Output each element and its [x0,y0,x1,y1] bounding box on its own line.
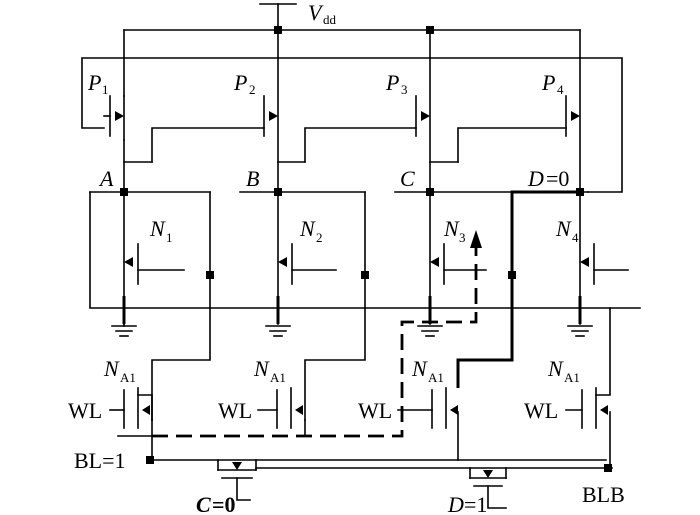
ground-icon [265,325,291,337]
nmos-n2: N 2 [277,191,337,325]
na1-2-label: N [253,356,270,381]
p2-label: P [233,70,247,95]
d-node-value: =1 [464,492,487,515]
n2-label: N [299,216,316,241]
blb-label: BLB [582,482,625,507]
pmos-p3: P 3 [385,29,431,193]
nmos-n1: N 1 [123,191,185,325]
access-na1-4: N A1 WL [524,307,611,469]
node-a-label: A [98,166,114,191]
na1-4-label: N [547,356,564,381]
column-transistor-d: D =1 [447,467,507,515]
pmos-p2: P 2 [233,29,279,193]
c-node-label: C [196,492,211,515]
p1-subscript: 1 [102,82,109,97]
access-na1-2: N A1 WL [218,356,306,437]
ground-symbols [111,296,593,337]
wl-label-1: WL [68,398,102,423]
p3-subscript: 3 [401,82,408,97]
bitlines: BL=1 BLB [74,435,625,507]
arrow-up-icon [470,230,482,248]
n1-label: N [149,216,166,241]
access-na1-1: N A1 WL [68,356,153,461]
ground-icon [567,325,593,337]
wl-label-3: WL [358,398,392,423]
column-transistor-c: C =0 [196,459,257,515]
storage-nodes: A B C D =0 [89,166,589,196]
bl-label: BL=1 [74,448,126,473]
pmos-p4: P 4 [541,29,581,193]
na1-1-subscript: A1 [120,370,136,385]
p3-label: P [385,70,399,95]
pmos-p1: P 1 [87,29,125,193]
node-c-label: C [400,166,415,191]
n4-label: N [555,216,572,241]
n2-subscript: 2 [316,230,323,245]
vdd-supply: V dd [123,0,581,34]
nmos-n3: N 3 [429,191,487,325]
n1-subscript: 1 [166,230,173,245]
na1-3-label: N [411,356,428,381]
ground-icon [111,323,137,337]
vdd-subscript: dd [323,12,337,27]
feedback-loop [81,57,623,193]
p4-subscript: 4 [557,82,564,97]
p4-label: P [541,70,555,95]
c-node-value: =0 [212,492,236,515]
na1-2-subscript: A1 [270,370,286,385]
p1-label: P [87,70,101,95]
bold-current-path [456,190,580,388]
vdd-label: V [308,0,324,25]
d-node-label: D [447,492,464,515]
node-b-label: B [246,166,259,191]
nmos-n4: N 4 [555,191,629,325]
p2-subscript: 2 [249,82,256,97]
wl-label-4: WL [524,398,558,423]
n3-subscript: 3 [459,230,466,245]
dashed-path [152,230,482,438]
n3-label: N [443,216,460,241]
pmos-gate-wires [123,127,567,163]
node-d-label: D [527,166,544,191]
na1-1-label: N [103,356,120,381]
na1-3-subscript: A1 [428,370,444,385]
n4-subscript: 4 [572,230,579,245]
node-d-value: =0 [546,166,569,191]
ground-icon [417,325,443,337]
wl-label-2: WL [218,398,252,423]
access-na1-3: N A1 WL [358,356,459,461]
na1-4-subscript: A1 [564,370,580,385]
